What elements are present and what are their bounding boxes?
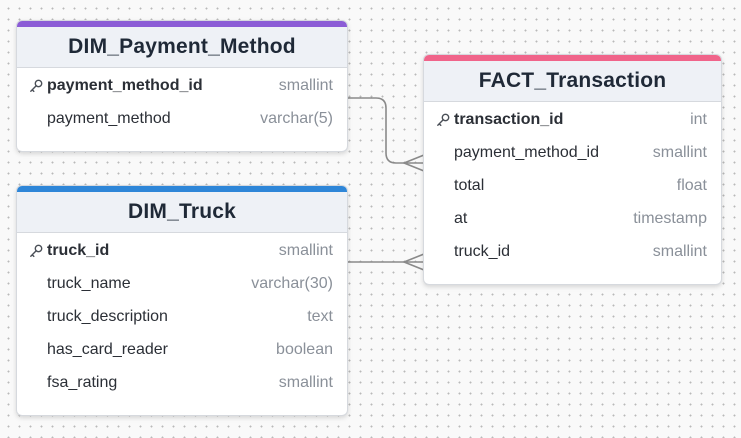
column-name: truck_description [47, 307, 168, 325]
column-type: smallint [278, 241, 333, 259]
table-title[interactable]: DIM_Truck [17, 192, 347, 233]
column-row-payment-method[interactable]: payment_method varchar(5) [17, 102, 347, 135]
column-name: payment_method_id [47, 76, 203, 94]
column-type: varchar(5) [260, 109, 333, 127]
column-row-truck-id[interactable]: truck_id smallint [17, 234, 347, 267]
key-icon [435, 112, 451, 128]
crow-foot-truck [401, 253, 425, 271]
key-icon [28, 78, 44, 94]
table-color-bar [17, 21, 347, 27]
table-dim-payment-method[interactable]: DIM_Payment_Method payment_method_id sma… [16, 20, 348, 152]
key-icon [28, 243, 44, 259]
crow-foot-payment-method [401, 154, 425, 172]
table-color-bar [424, 55, 721, 61]
column-row-at[interactable]: at timestamp [424, 202, 721, 235]
table-color-bar [17, 186, 347, 192]
column-type: smallint [278, 373, 333, 391]
column-name: transaction_id [454, 110, 564, 128]
table-dim-truck[interactable]: DIM_Truck truck_id smallint truck_name v… [16, 185, 348, 416]
column-type: timestamp [633, 209, 707, 227]
column-name: fsa_rating [47, 373, 118, 391]
column-row-payment-method-id[interactable]: payment_method_id smallint [424, 136, 721, 169]
column-row-total[interactable]: total float [424, 169, 721, 202]
column-type: smallint [652, 242, 707, 260]
column-row-truck-description[interactable]: truck_description text [17, 300, 347, 333]
column-name: truck_id [47, 241, 110, 259]
column-row-payment-method-id[interactable]: payment_method_id smallint [17, 69, 347, 102]
column-name: total [454, 176, 485, 194]
relationship-payment-method-line[interactable] [347, 97, 424, 164]
column-type: smallint [278, 76, 333, 94]
column-row-truck-name[interactable]: truck_name varchar(30) [17, 267, 347, 300]
column-row-fsa-rating[interactable]: fsa_rating smallint [17, 366, 347, 399]
column-type: varchar(30) [251, 274, 333, 292]
table-title[interactable]: DIM_Payment_Method [17, 27, 347, 68]
column-type: int [690, 110, 707, 128]
column-row-truck-id[interactable]: truck_id smallint [424, 235, 721, 268]
column-name: has_card_reader [47, 340, 168, 358]
column-name: payment_method_id [454, 143, 599, 161]
column-type: float [676, 176, 707, 194]
column-type: text [307, 307, 333, 325]
column-row-has-card-reader[interactable]: has_card_reader boolean [17, 333, 347, 366]
column-type: smallint [652, 143, 707, 161]
column-name: at [454, 209, 468, 227]
column-name: payment_method [47, 109, 171, 127]
column-name: truck_id [454, 242, 511, 260]
column-row-transaction-id[interactable]: transaction_id int [424, 103, 721, 136]
table-fact-transaction[interactable]: FACT_Transaction transaction_id int paym… [423, 54, 722, 285]
column-type: boolean [276, 340, 333, 358]
column-name: truck_name [47, 274, 131, 292]
table-title[interactable]: FACT_Transaction [424, 61, 721, 102]
